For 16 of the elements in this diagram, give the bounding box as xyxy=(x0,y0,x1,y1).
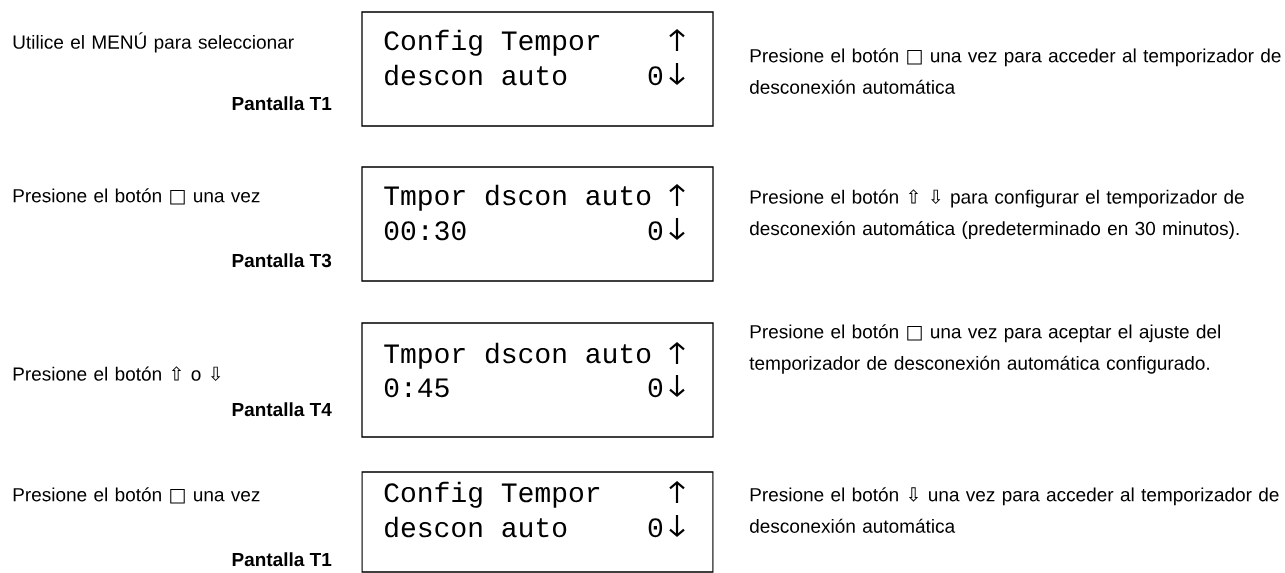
lcd-display: Tmpor dscon auto 00:30 0 xyxy=(361,166,714,282)
instruction-text: Presione el botón □ una vez xyxy=(13,188,260,205)
instruction-text: Presione el botón ⇧ ⇩ para configurar el temporizador de desconexión automática (predeterminado en 30 minutos). xyxy=(750,189,1244,239)
lcd-display: Config Tempor descon auto 0 xyxy=(361,471,714,573)
screen-label: Pantalla T3 xyxy=(232,253,332,268)
screen-label: Pantalla T4 xyxy=(232,402,332,417)
lcd-display: Config Tempor descon auto 0 xyxy=(361,11,714,127)
instruction-text: Presione el botón □ una vez para acceder al temporizador de desconexión automática xyxy=(750,48,1281,94)
instruction-text: Presione el botón □ una vez xyxy=(13,487,260,504)
lcd-display: Tmpor dscon auto 0:45 0 xyxy=(361,322,714,438)
instruction-text: Utilice el MENÚ para seleccionar xyxy=(13,32,294,53)
instruction-text: Presione el botón ⇩ una vez para acceder al temporizador de desconexión automática xyxy=(750,487,1279,533)
instruction-text: Presione el botón ⇧ o ⇩ xyxy=(13,366,221,381)
instruction-text: Presione el botón □ una vez para aceptar el ajuste del temporizador de desconexión automática configurado. xyxy=(749,324,1220,374)
screen-label: Pantalla T1 xyxy=(232,96,332,111)
screen-label: Pantalla T1 xyxy=(232,552,332,567)
